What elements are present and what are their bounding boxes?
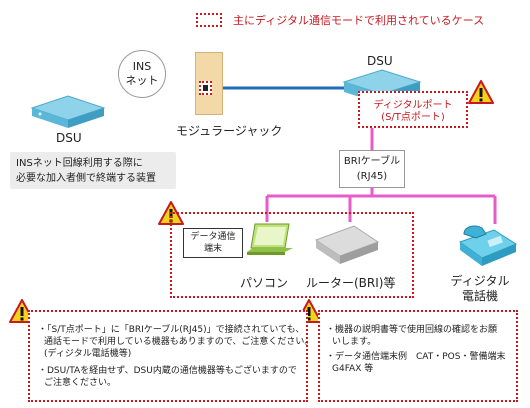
dsu-left-label: DSU xyxy=(56,131,82,145)
note-left-line2: 通話モードで利用している機器もありますので、ご注意ください。 xyxy=(44,337,314,347)
digital-phone-line2: 電話機 xyxy=(461,289,498,303)
dsu-right-label: DSU xyxy=(367,54,393,68)
note-left-line4: ・DSU/TAを経由せず、DSU内蔵の通信機器等もございますので xyxy=(38,366,297,376)
digital-port-label: ディジタルポート (S/T点ポート) xyxy=(358,100,468,124)
dsu-description-box: INSネット回線利用する際に 必要な加入者側で終端する装置 xyxy=(10,152,176,189)
note-right-line1: ・機器の説明書等で使用回線の確認をお願 xyxy=(326,325,498,335)
data-terminal-label: データ通信 端末 xyxy=(183,228,243,258)
data-terminal-line1: データ通信 xyxy=(190,232,236,242)
note-left-line3: (ディジタル電話機等) xyxy=(44,349,132,359)
digital-phone-line1: ディジタル xyxy=(450,274,510,288)
data-terminal-line2: 端末 xyxy=(203,244,222,254)
digital-port-line2: (S/T点ポート) xyxy=(381,112,445,123)
legend-swatch xyxy=(196,13,222,27)
note-right-line3: ・データ通信端末例 CAT・POS・警備端末 xyxy=(326,352,506,362)
note-right-box xyxy=(318,310,518,402)
note-right-line4: G4FAX 等 xyxy=(332,364,374,374)
ins-label-line1: INS xyxy=(132,60,152,73)
bri-cable-box: BRIケーブル (RJ45) xyxy=(339,150,405,188)
warning-icon xyxy=(468,80,494,104)
ins-network-label: INS ネット xyxy=(118,60,166,88)
bri-cable-line1: BRIケーブル xyxy=(343,156,401,167)
digital-port-line1: ディジタルポート xyxy=(373,100,453,111)
note-right-line2: いします。 xyxy=(332,337,377,347)
digital-port-box xyxy=(358,91,468,128)
laptop-icon xyxy=(247,223,293,255)
dsu-description-line2: 必要な加入者側で終端する装置 xyxy=(16,173,156,184)
modular-jack-label: モジュラージャック xyxy=(176,124,283,138)
digital-phone-icon xyxy=(458,225,518,266)
note-left-line1: ・「S/T点ポート」に「BRIケーブル(RJ45)」で接続されていても、 xyxy=(38,325,305,335)
ins-network-circle xyxy=(118,50,166,98)
pc-label: パソコン xyxy=(240,276,289,290)
dsu-device-left-icon xyxy=(30,95,106,128)
router-icon xyxy=(314,225,380,264)
note-left-line5: ご注意ください。 xyxy=(44,378,117,388)
legend-text: 主にディジタル通信モードで利用されているケース xyxy=(233,14,485,27)
ins-label-line2: ネット xyxy=(125,74,159,87)
modular-jack-icon xyxy=(199,81,212,95)
bri-cable-line2: (RJ45) xyxy=(356,171,388,182)
dsu-description-line1: INSネット回線利用する際に xyxy=(16,158,143,169)
data-device-group xyxy=(170,212,414,298)
router-label: ルーター(BRI)等 xyxy=(306,276,396,290)
digital-phone-label: ディジタル 電話機 xyxy=(440,274,520,304)
note-left-box xyxy=(28,310,308,402)
